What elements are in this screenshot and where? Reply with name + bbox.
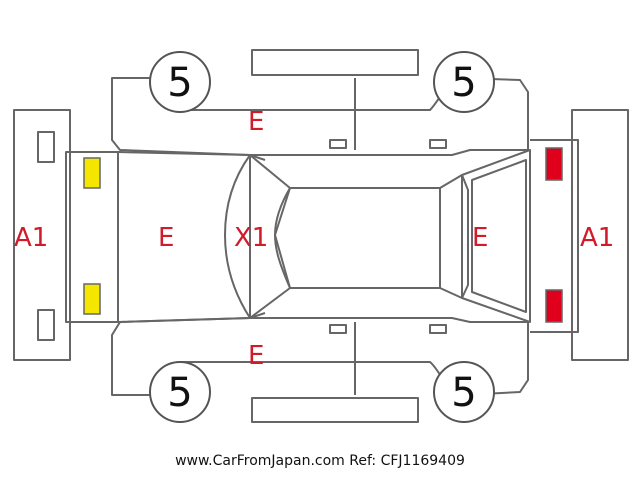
wheel-rear-right-grade: 5 (451, 370, 476, 416)
right-handle-rear (429, 324, 447, 334)
footer-ref: www.CarFromJapan.com Ref: CFJ1169409 (175, 453, 465, 469)
left-side-outline (251, 49, 419, 76)
wheel-rear-left-grade: 5 (451, 60, 476, 106)
front-light-top (83, 157, 101, 189)
front-bumper-notch-top (37, 131, 55, 163)
trunk-code: E (472, 223, 488, 253)
rear-glass (439, 174, 469, 299)
right-side-outline (251, 397, 419, 423)
wheel-front-right-grade: 5 (167, 370, 192, 416)
windshield (224, 154, 291, 319)
wheel-front-left (149, 51, 211, 113)
front-bumper-outline (13, 109, 71, 361)
wheel-front-right (149, 361, 211, 423)
rear-bumper-code: A1 (580, 223, 614, 253)
front-light-bottom (83, 283, 101, 315)
rear-bumper-inner (530, 139, 579, 333)
right-side-code: E (248, 341, 264, 371)
wheel-rear-right (433, 361, 495, 423)
trunk-inner (471, 159, 527, 313)
wheel-rear-left (433, 51, 495, 113)
left-side-code: E (248, 107, 264, 137)
rear-light-bottom (545, 289, 563, 323)
trunk-outline (461, 149, 531, 323)
front-bumper-code: A1 (14, 223, 48, 253)
front-bumper-notch-bottom (37, 309, 55, 341)
roof-code: X1 (234, 223, 268, 253)
left-handle-front (329, 139, 347, 149)
roof-outline (274, 187, 441, 289)
pillar-front-bottom (249, 312, 266, 319)
left-handle-rear (429, 139, 447, 149)
right-handle-front (329, 324, 347, 334)
hood-code: E (158, 223, 174, 253)
pillar-front-top (249, 154, 266, 161)
rear-bumper-outline (571, 109, 629, 361)
rear-light-top (545, 147, 563, 181)
wheel-front-left-grade: 5 (167, 60, 192, 106)
